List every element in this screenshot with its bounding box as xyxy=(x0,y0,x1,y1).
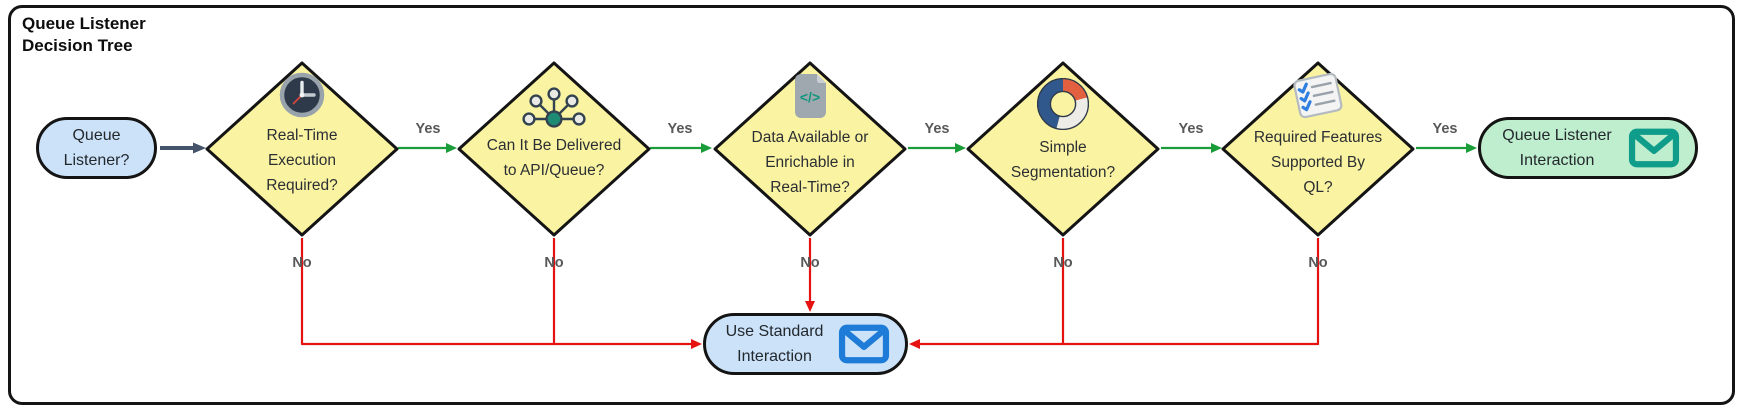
diamond-shape xyxy=(457,61,651,237)
decision-node-simple-segmentation: Simple Segmentation? xyxy=(965,60,1161,238)
start-node-queue-listener: Queue Listener? xyxy=(36,117,157,179)
decision-node-features-supported: Required Features Supported By QL? xyxy=(1220,60,1416,238)
no-label-3: No xyxy=(800,255,820,271)
checklist-icon xyxy=(1293,72,1343,119)
fallback-node-label: Use Standard Interaction xyxy=(725,323,824,365)
envelope-icon xyxy=(838,324,890,364)
svg-text:</>: </> xyxy=(800,89,820,105)
diamond-shape xyxy=(966,61,1160,237)
network-hub-icon xyxy=(522,87,586,128)
edge-no-1 xyxy=(300,238,702,349)
title-line-2: Decision Tree xyxy=(22,36,133,55)
decision-label: Real-Time Execution Required? xyxy=(266,127,338,194)
diamond-shape xyxy=(1221,61,1415,237)
clock-icon xyxy=(279,72,325,118)
no-label-5: No xyxy=(1308,255,1328,271)
decision-node-delivered-api-queue: Can It Be Delivered to API/Queue? xyxy=(456,60,652,238)
no-label-1: No xyxy=(292,255,312,271)
code-file-icon: </> xyxy=(795,74,826,118)
title-line-1: Queue Listener xyxy=(22,14,146,33)
decision-node-data-available: </> Data Available or Enrichable in Real… xyxy=(712,60,908,238)
decision-label: Required Features Supported By QL? xyxy=(1253,129,1383,196)
decision-label: Simple Segmentation? xyxy=(1010,139,1116,181)
page-title: Queue Listener Decision Tree xyxy=(22,13,146,57)
decision-label: Data Available or Enrichable in Real-Tim… xyxy=(751,129,869,196)
success-node-queue-listener-interaction: Queue Listener Interaction xyxy=(1478,117,1698,179)
yes-label-3: Yes xyxy=(924,121,950,137)
yes-label-4: Yes xyxy=(1178,121,1204,137)
envelope-icon xyxy=(1628,128,1680,168)
yes-label-5: Yes xyxy=(1432,121,1458,137)
fallback-node-use-standard-interaction: Use Standard Interaction xyxy=(703,313,908,375)
no-label-2: No xyxy=(544,255,564,271)
decision-label: Can It Be Delivered to API/Queue? xyxy=(486,137,622,179)
yes-label-2: Yes xyxy=(667,121,693,137)
donut-chart-icon xyxy=(1037,78,1089,130)
diamond-shape xyxy=(205,61,399,237)
decision-node-real-time-execution: Real-Time Execution Required? xyxy=(204,60,400,238)
success-node-label: Queue Listener Interaction xyxy=(1502,127,1612,169)
yes-label-1: Yes xyxy=(415,121,441,137)
edge-no-5 xyxy=(909,238,1320,349)
start-node-label: Queue Listener? xyxy=(63,127,130,169)
no-label-4: No xyxy=(1053,255,1073,271)
diamond-shape xyxy=(713,61,907,237)
